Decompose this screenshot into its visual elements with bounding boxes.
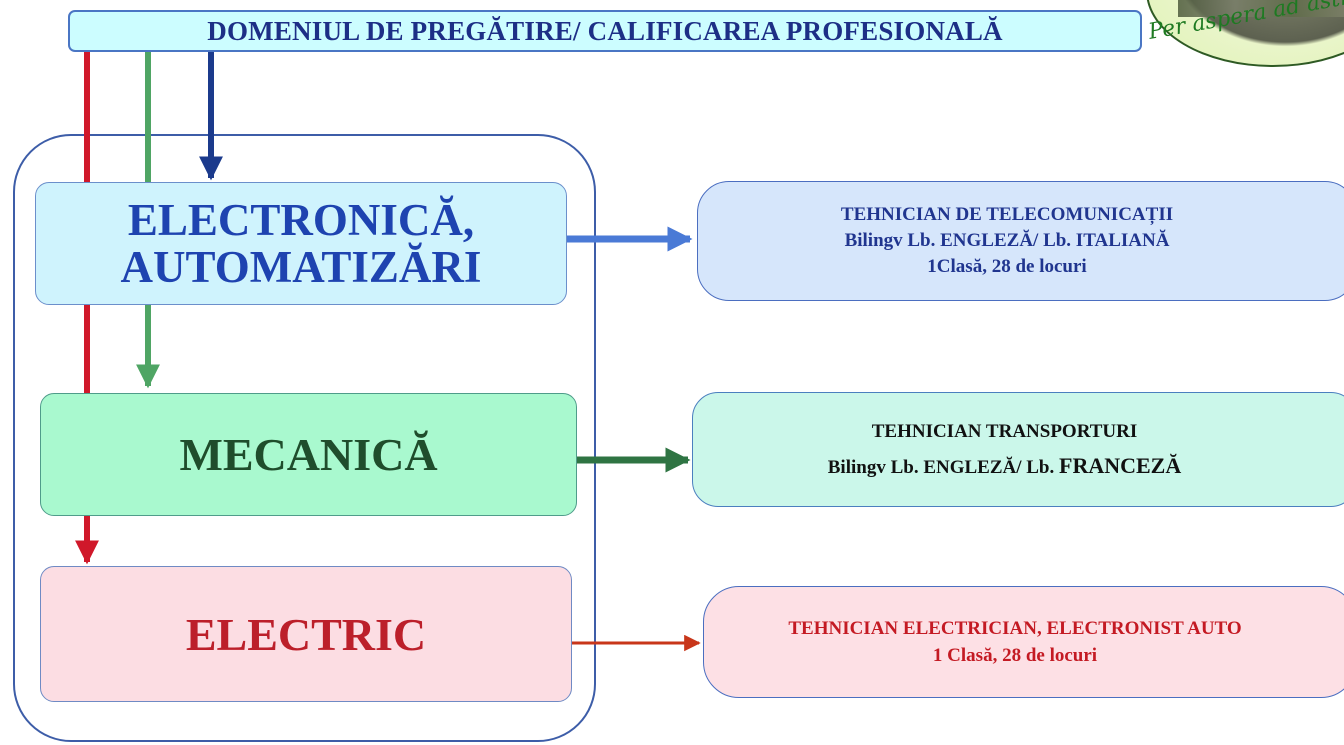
domain-mecanica-box: MECANICĂ — [40, 393, 577, 516]
header-title: DOMENIUL DE PREGĂTIRE/ CALIFICAREA PROFE… — [207, 15, 1003, 46]
telecom-title: TEHNICIAN DE TELECOMUNICAȚII — [840, 204, 1174, 225]
domain-electronica-line1: ELECTRONICĂ, — [127, 194, 475, 245]
domain-electric-label: ELECTRIC — [185, 608, 427, 660]
domains-frame — [13, 134, 596, 742]
domain-electronica-box: ELECTRONICĂ, AUTOMATIZĂRI — [35, 182, 567, 305]
domain-electronica-line2: AUTOMATIZĂRI — [120, 241, 482, 292]
transport-title: TEHNICIAN TRANSPORTURI — [871, 420, 1138, 442]
qualification-auto-box: TEHNICIAN ELECTRICIAN, ELECTRONIST AUTO … — [703, 586, 1344, 698]
telecom-places: 1Clasă, 28 de locuri — [927, 256, 1087, 277]
header-bar: DOMENIUL DE PREGĂTIRE/ CALIFICAREA PROFE… — [68, 10, 1142, 52]
transport-bilingual-lang: FRANCEZĂ — [1059, 452, 1182, 478]
telecom-bilingual: Bilingv Lb. ENGLEZĂ/ Lb. ITALIANĂ — [844, 230, 1170, 251]
transport-bilingual: Bilingv Lb. ENGLEZĂ/ Lb. FRANCEZĂ — [828, 449, 1181, 485]
transport-bilingual-prefix: Bilingv Lb. ENGLEZĂ/ Lb. — [827, 456, 1055, 478]
qualification-transport-box: TEHNICIAN TRANSPORTURI Bilingv Lb. ENGLE… — [692, 392, 1344, 507]
logo-photo — [1178, 0, 1344, 17]
domain-mecanica-label: MECANICĂ — [179, 429, 438, 480]
auto-places: 1 Clasă, 28 de locuri — [932, 645, 1098, 666]
qualification-telecom-box: TEHNICIAN DE TELECOMUNICAȚII Bilingv Lb.… — [697, 181, 1344, 301]
auto-title: TEHNICIAN ELECTRICIAN, ELECTRONIST AUTO — [788, 618, 1242, 639]
domain-electric-box: ELECTRIC — [40, 566, 572, 702]
